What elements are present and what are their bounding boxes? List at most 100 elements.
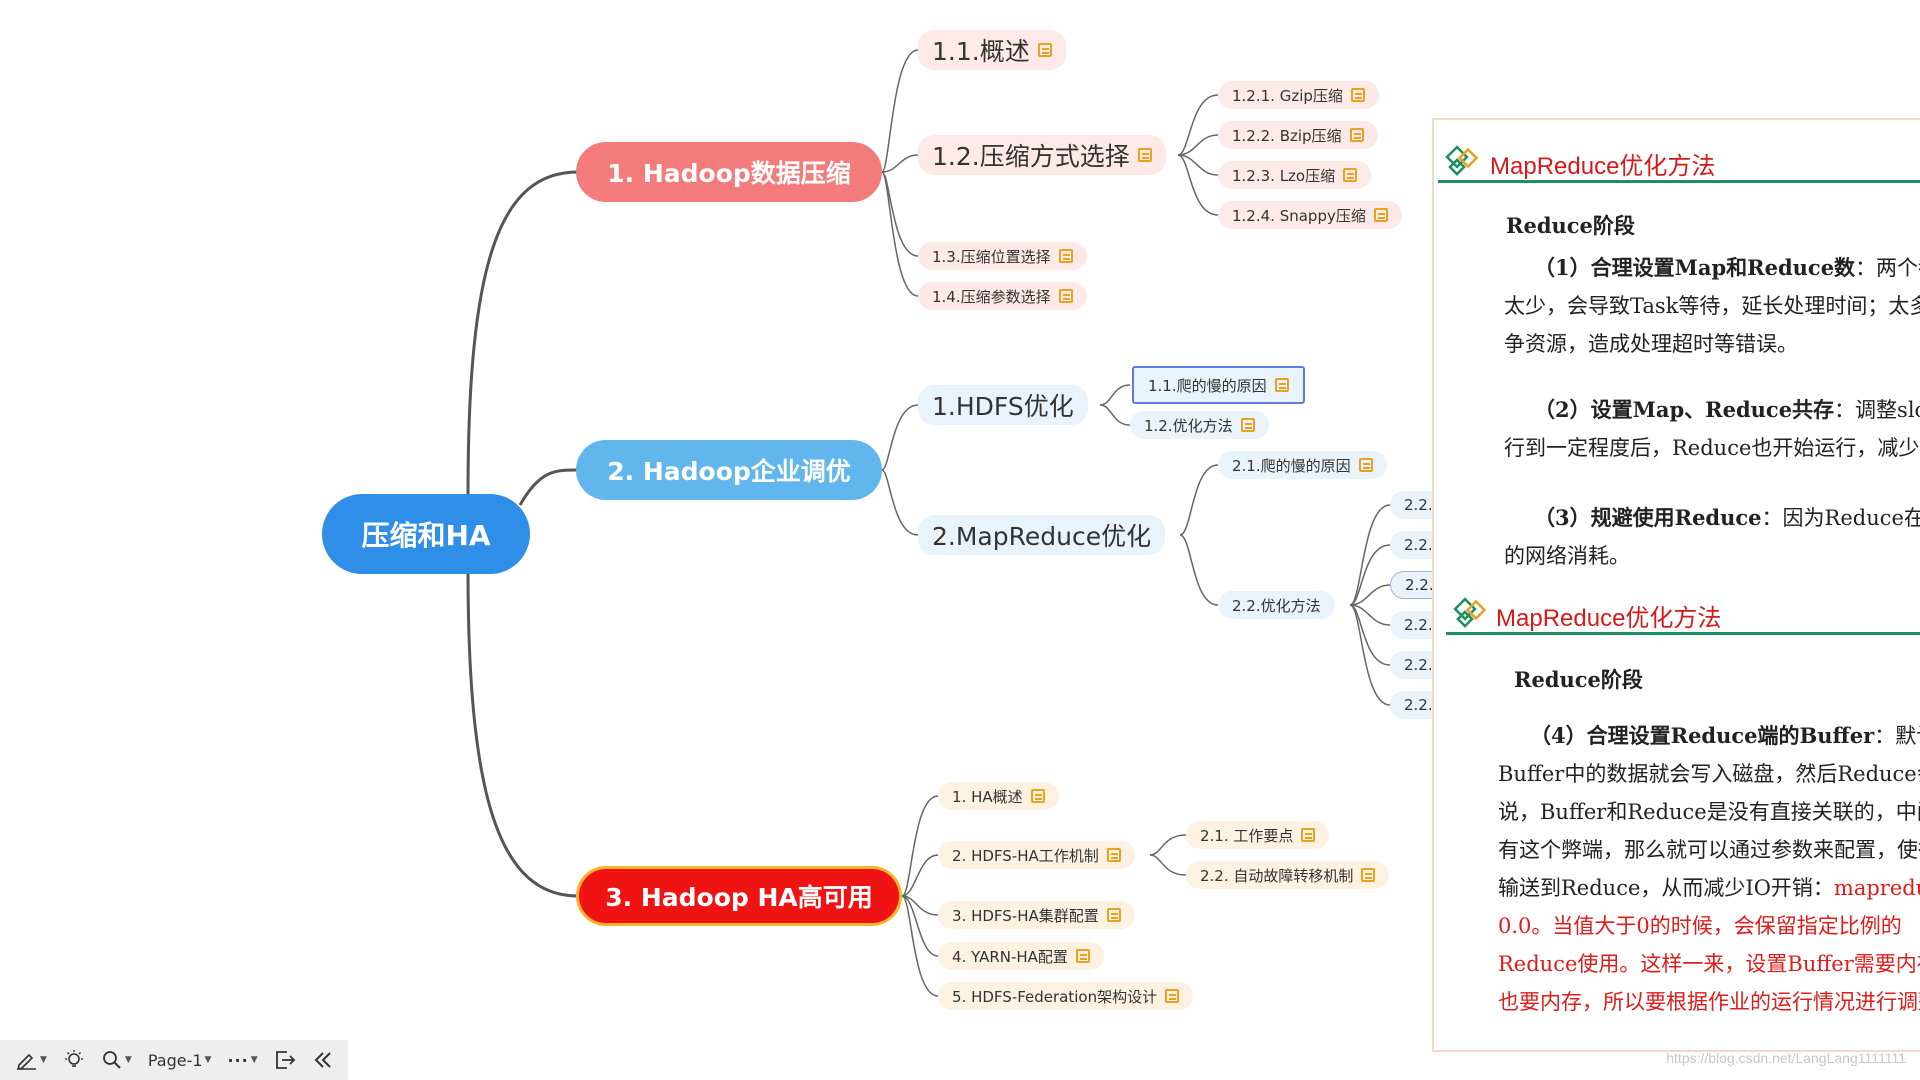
topic-1-2-2[interactable]: 1.2.2. Bzip压缩 — [1218, 121, 1378, 149]
note-icon[interactable] — [1106, 908, 1121, 922]
watermark: https://blog.csdn.net/LangLang1111111 — [1666, 1050, 1906, 1066]
panel-paragraph-4-line-5-text: 输送到Reduce，从而减少IO开销： — [1498, 876, 1834, 900]
chevron-down-icon: ▼ — [40, 1055, 47, 1065]
topic-3-2[interactable]: 2. HDFS-HA工作机制 — [938, 841, 1135, 869]
panel-paragraph-4-line-6: 0.0。当值大于0的时候，会保留指定比例的 — [1498, 914, 1902, 938]
note-icon[interactable] — [1137, 148, 1152, 162]
more-icon: ··· — [227, 1050, 249, 1070]
topic-1-2-4-label: 1.2.4. Snappy压缩 — [1232, 206, 1366, 225]
topic-1-2-3[interactable]: 1.2.3. Lzo压缩 — [1218, 161, 1372, 189]
panel-paragraph-1-rest: ：两个都不 — [1855, 256, 1920, 280]
pen-tool-button[interactable]: ▼ — [16, 1050, 47, 1070]
diamond-logo-icon — [1445, 145, 1479, 176]
panel-paragraph-1-line-3: 争资源，造成处理超时等错误。 — [1504, 332, 1798, 356]
topic-1-1-label: 1.1.概述 — [932, 37, 1030, 66]
panel-paragraph-4-rest: ：默认情况 — [1874, 724, 1920, 748]
topic-3-4[interactable]: 4. YARN-HA配置 — [938, 942, 1104, 970]
topic-3-2-label: 2. HDFS-HA工作机制 — [952, 846, 1099, 865]
panel-paragraph-1-bold: （1）合理设置Map和Reduce数 — [1534, 255, 1856, 280]
note-icon[interactable] — [1075, 949, 1090, 963]
note-icon[interactable] — [1058, 289, 1073, 303]
topic-2-1-label: 1.HDFS优化 — [932, 392, 1074, 421]
topic-2-1-2-label: 1.2.优化方法 — [1144, 416, 1233, 435]
note-icon[interactable] — [1030, 789, 1045, 803]
topic-2-1-1[interactable]: 1.1.爬的慢的原因 — [1132, 366, 1305, 404]
branch-topic-1[interactable]: 1. Hadoop数据压缩 — [576, 142, 882, 202]
search-icon — [103, 1051, 121, 1069]
panel-paragraph-4-line-2: Buffer中的数据就会写入磁盘，然后Reduce会从 — [1498, 762, 1920, 786]
note-icon[interactable] — [1358, 458, 1373, 472]
topic-3-2-2[interactable]: 2.2. 自动故障转移机制 — [1186, 861, 1390, 889]
panel-paragraph-1: （1）合理设置Map和Reduce数：两个都不 — [1534, 252, 1920, 282]
page-selector-label: Page-1 — [147, 1050, 203, 1070]
topic-3-1[interactable]: 1. HA概述 — [938, 782, 1059, 810]
topic-3-3[interactable]: 3. HDFS-HA集群配置 — [938, 901, 1135, 929]
note-icon[interactable] — [1373, 208, 1388, 222]
topic-3-5[interactable]: 5. HDFS-Federation架构设计 — [938, 982, 1194, 1010]
chevron-down-icon: ▼ — [124, 1055, 132, 1065]
topic-1-2-label: 1.2.压缩方式选择 — [932, 142, 1130, 171]
topic-1-2[interactable]: 1.2.压缩方式选择 — [918, 135, 1166, 175]
note-icon[interactable] — [1037, 43, 1052, 57]
note-preview-panel[interactable]: MapReduce优化方法 Reduce阶段 （1）合理设置Map和Reduce… — [1432, 118, 1920, 1052]
chevron-down-icon: ▼ — [204, 1055, 212, 1065]
note-icon[interactable] — [1361, 868, 1376, 882]
note-icon[interactable] — [1240, 418, 1255, 432]
topic-1-4[interactable]: 1.4.压缩参数选择 — [918, 282, 1087, 310]
topic-1-2-1[interactable]: 1.2.1. Gzip压缩 — [1218, 81, 1379, 109]
lightbulb-icon — [64, 1050, 83, 1067]
panel-paragraph-4-line-7: Reduce使用。这样一来，设置Buffer需要内存， — [1498, 952, 1920, 976]
panel-paragraph-4-line-4: 有这个弊端，那么就可以通过参数来配置，使得 — [1498, 838, 1920, 862]
note-icon[interactable] — [1301, 828, 1316, 842]
note-icon[interactable] — [1106, 848, 1121, 862]
topic-2-2-2-label: 2.2.优化方法 — [1232, 596, 1321, 615]
panel-paragraph-1-line-2: 太少，会导致Task等待，延长处理时间；太多 — [1504, 294, 1920, 318]
note-icon[interactable] — [1058, 249, 1073, 263]
zoom-button[interactable]: ▼ — [101, 1049, 132, 1071]
topic-2-1-1-label: 1.1.爬的慢的原因 — [1148, 376, 1267, 395]
panel-paragraph-4-line-8: 也要内存，所以要根据作业的运行情况进行调整 — [1498, 990, 1920, 1014]
panel-paragraph-4-line-5: 输送到Reduce，从而减少IO开销：mapreduce.re — [1498, 872, 1920, 902]
branch-topic-2[interactable]: 2. Hadoop企业调优 — [576, 440, 882, 500]
pen-icon — [16, 1053, 36, 1070]
exit-button[interactable] — [274, 1049, 296, 1071]
topic-1-1[interactable]: 1.1.概述 — [918, 30, 1066, 70]
idea-button[interactable] — [63, 1049, 85, 1071]
note-icon[interactable] — [1343, 168, 1358, 182]
topic-1-2-4[interactable]: 1.2.4. Snappy压缩 — [1218, 201, 1402, 229]
panel-paragraph-4: （4）合理设置Reduce端的Buffer：默认情况 — [1530, 720, 1920, 750]
topic-1-2-2-label: 1.2.2. Bzip压缩 — [1232, 126, 1342, 145]
topic-2-2-2[interactable]: 2.2.优化方法 — [1218, 591, 1335, 619]
note-icon[interactable] — [1349, 128, 1364, 142]
note-icon[interactable] — [1165, 989, 1180, 1003]
panel-title-2: MapReduce优化方法 — [1496, 605, 1722, 632]
panel-section-1: Reduce阶段 — [1506, 213, 1635, 238]
diamond-logo-icon — [1453, 597, 1487, 628]
panel-title-underline-2 — [1446, 632, 1920, 635]
panel-paragraph-2: （2）设置Map、Reduce共存：调整slowsta — [1534, 394, 1920, 424]
root-topic[interactable]: 压缩和HA — [322, 494, 530, 574]
panel-paragraph-3: （3）规避使用Reduce：因为Reduce在用于 — [1534, 502, 1920, 532]
panel-paragraph-3-line-2: 的网络消耗。 — [1504, 544, 1630, 568]
panel-paragraph-4-bold: （4）合理设置Reduce端的Buffer — [1530, 723, 1875, 748]
topic-2-1[interactable]: 1.HDFS优化 — [918, 385, 1088, 425]
topic-3-2-1[interactable]: 2.1. 工作要点 — [1186, 821, 1330, 849]
topic-2-2[interactable]: 2.MapReduce优化 — [918, 515, 1166, 555]
branch-topic-2-label: 2. Hadoop企业调优 — [607, 457, 851, 486]
branch-topic-3[interactable]: 3. Hadoop HA高可用 — [576, 866, 902, 926]
panel-title-underline-1 — [1438, 180, 1920, 183]
topic-2-2-1[interactable]: 2.1.爬的慢的原因 — [1218, 451, 1387, 479]
chevron-down-icon: ▼ — [250, 1055, 258, 1065]
panel-title-1: MapReduce优化方法 — [1490, 153, 1716, 180]
exit-icon — [275, 1051, 295, 1069]
topic-2-1-2[interactable]: 1.2.优化方法 — [1130, 411, 1269, 439]
page-selector[interactable]: Page-1▼ — [148, 1051, 212, 1070]
note-icon[interactable] — [1274, 378, 1289, 392]
topic-1-3-label: 1.3.压缩位置选择 — [932, 247, 1051, 266]
note-icon[interactable] — [1350, 88, 1365, 102]
panel-paragraph-4-line-3: 说，Buffer和Reduce是没有直接关联的，中间多 — [1498, 800, 1920, 824]
collapse-button[interactable] — [312, 1049, 334, 1071]
topic-1-3[interactable]: 1.3.压缩位置选择 — [918, 242, 1087, 270]
more-button[interactable]: ···▼ — [227, 1051, 257, 1070]
